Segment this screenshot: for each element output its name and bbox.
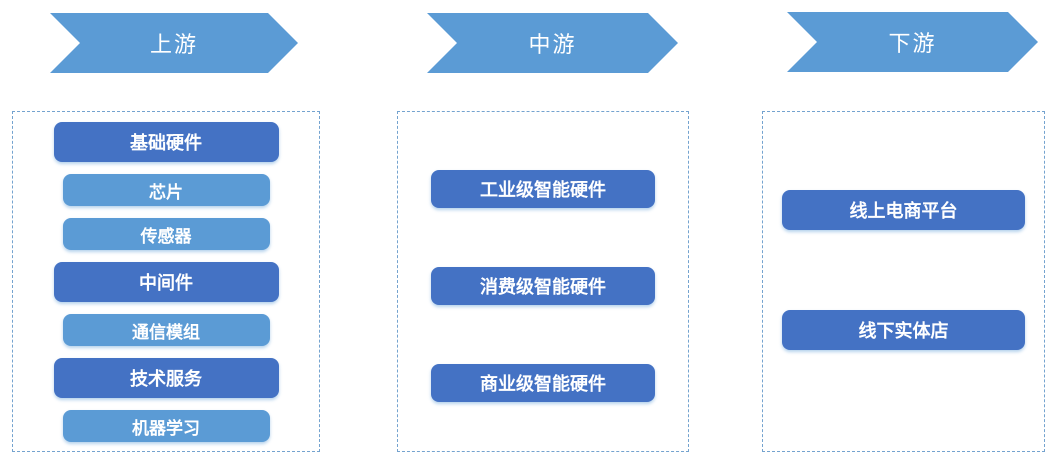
stage-arrow-midstream: 中游 xyxy=(427,13,678,73)
node-offline-physical-store: 线下实体店 xyxy=(782,310,1025,350)
stage-arrow-upstream-label: 上游 xyxy=(149,32,198,57)
stage-arrow-midstream-label: 中游 xyxy=(528,32,577,57)
midstream-group: 工业级智能硬件 消费级智能硬件 商业级智能硬件 xyxy=(397,111,689,452)
upstream-group: 基础硬件 芯片 传感器 中间件 通信模组 技术服务 机器学习 xyxy=(12,111,320,452)
stage-arrow-downstream-label: 下游 xyxy=(888,31,937,56)
node-sensor: 传感器 xyxy=(62,218,270,250)
node-consumer-smart-hardware: 消费级智能硬件 xyxy=(431,267,655,305)
stage-arrow-upstream: 上游 xyxy=(50,13,298,73)
node-middleware: 中间件 xyxy=(53,262,279,302)
node-online-ecommerce-platform: 线上电商平台 xyxy=(782,190,1025,230)
node-machine-learning: 机器学习 xyxy=(62,410,270,442)
node-tech-service: 技术服务 xyxy=(53,358,279,398)
stage-arrow-downstream: 下游 xyxy=(787,12,1038,72)
node-comm-module: 通信模组 xyxy=(62,314,270,346)
downstream-group: 线上电商平台 线下实体店 xyxy=(762,111,1045,452)
node-industrial-smart-hardware: 工业级智能硬件 xyxy=(431,170,655,208)
node-commercial-smart-hardware: 商业级智能硬件 xyxy=(431,364,655,402)
node-chip: 芯片 xyxy=(62,174,270,206)
node-basic-hardware: 基础硬件 xyxy=(53,122,279,162)
